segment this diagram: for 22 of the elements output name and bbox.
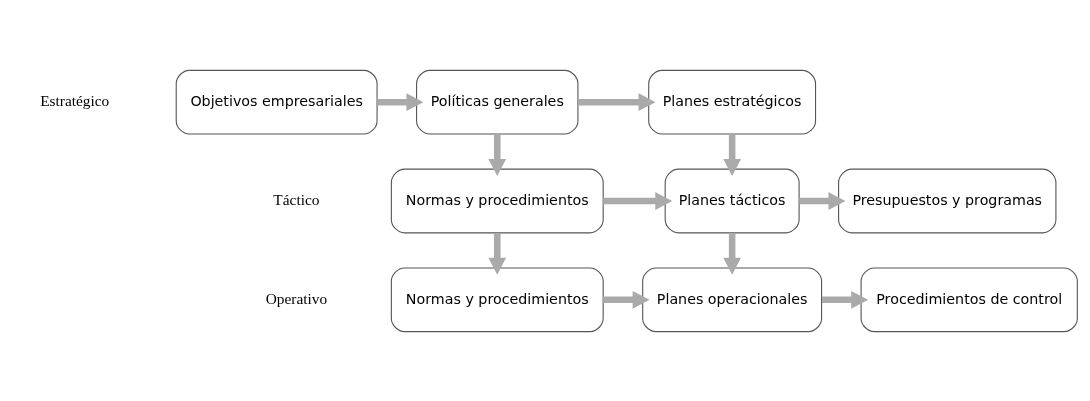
node-box: Procedimientos de control	[860, 266, 1078, 332]
arrow	[603, 191, 673, 210]
arrow	[723, 232, 742, 275]
arrow	[603, 290, 650, 309]
arrow	[821, 290, 869, 309]
arrow	[578, 92, 656, 111]
label: Operativo	[265, 289, 328, 307]
arrow	[488, 133, 507, 176]
node-box: Planes tácticos	[664, 168, 800, 233]
node-box: Planes estratégicos	[648, 69, 817, 135]
node-box: Normas y procedimientos	[390, 266, 604, 332]
arrow	[723, 133, 742, 176]
node-box: Planes operacionales	[642, 266, 823, 332]
arrow	[488, 232, 507, 275]
label: Táctico	[273, 190, 320, 208]
node-box: Normas y procedimientos	[390, 168, 604, 233]
node-box: Objetivos empresariales	[175, 69, 378, 135]
arrow	[799, 191, 846, 210]
node-box: Políticas generales	[416, 69, 579, 135]
arrow	[377, 92, 424, 111]
node-box: Presupuestos y programas	[838, 168, 1057, 233]
label: Estratégico	[40, 91, 110, 109]
